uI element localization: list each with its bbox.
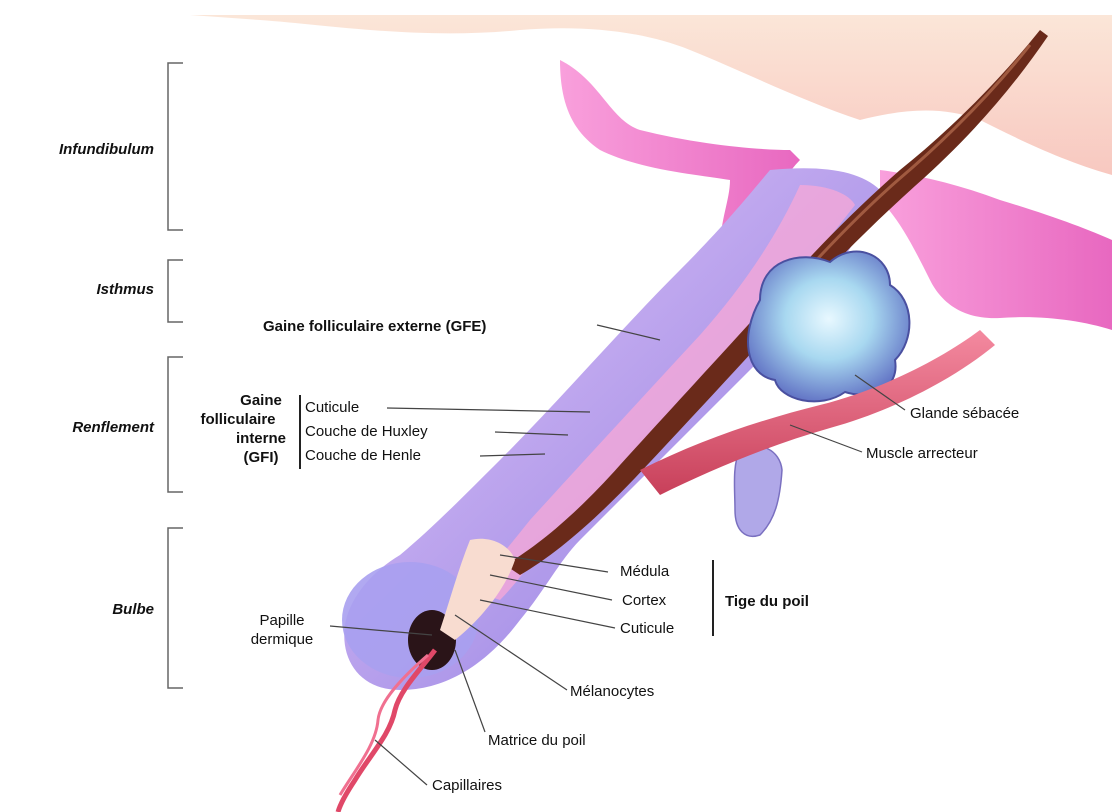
region-bulbe: Bulbe (112, 600, 154, 619)
leader-capillaires (375, 740, 427, 785)
label-capillaires: Capillaires (432, 776, 502, 795)
label-cuticule-tige: Cuticule (620, 619, 674, 638)
bracket-isthmus (168, 260, 183, 322)
label-papille-line2: dermique (232, 630, 332, 649)
label-gfe: Gaine folliculaire externe (GFE) (263, 317, 486, 336)
label-huxley: Couche de Huxley (305, 422, 428, 441)
sebaceous-gland (748, 252, 909, 402)
label-gfi-line4: (GFI) (226, 448, 296, 467)
gfi-divider (299, 395, 301, 469)
label-cortex: Cortex (622, 591, 666, 610)
gland-lobe-lower (734, 446, 782, 536)
label-gfi-line2: folliculaire (180, 410, 296, 429)
bracket-infundibulum (168, 63, 183, 230)
label-henle: Couche de Henle (305, 446, 421, 465)
bracket-bulbe (168, 528, 183, 688)
tige-divider (712, 560, 714, 636)
region-renflement: Renflement (72, 418, 154, 437)
label-gfi-line3: interne (226, 429, 296, 448)
region-infundibulum: Infundibulum (59, 140, 154, 159)
label-gfi-line1: Gaine (226, 391, 296, 410)
label-glande: Glande sébacée (910, 404, 1019, 423)
label-matrice: Matrice du poil (488, 731, 586, 750)
label-melanocytes: Mélanocytes (570, 682, 654, 701)
label-papille-line1: Papille (232, 611, 332, 630)
label-muscle: Muscle arrecteur (866, 444, 978, 463)
epidermis-right (880, 170, 1112, 330)
region-isthmus: Isthmus (96, 280, 154, 299)
label-tige: Tige du poil (725, 592, 809, 611)
label-medula: Médula (620, 562, 669, 581)
label-cuticule-gfi: Cuticule (305, 398, 359, 417)
